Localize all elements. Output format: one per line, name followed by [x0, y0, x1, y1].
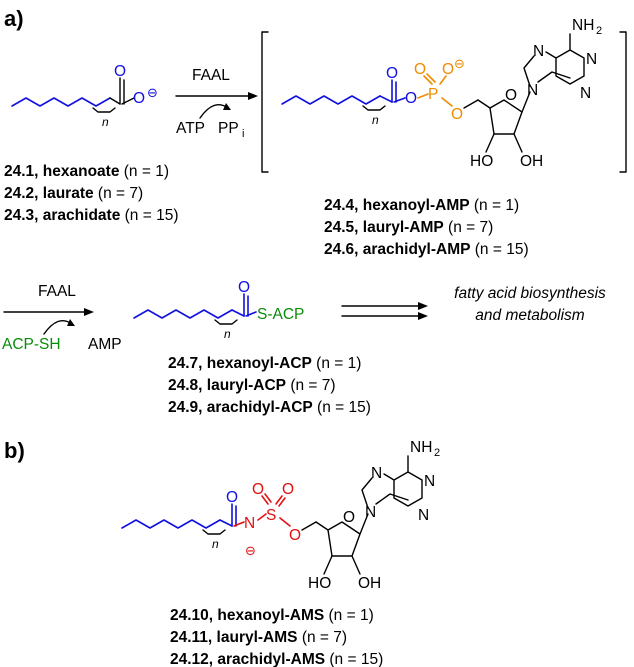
step1-arrow: FAAL ATP PP i: [175, 67, 258, 140]
bridging-oxygen: O: [405, 90, 417, 107]
panel-label-b: b): [4, 438, 25, 463]
step1-ppi-subscript: i: [242, 128, 244, 140]
adenine-nh2: NH: [410, 439, 432, 456]
adenine-n7: N: [533, 43, 544, 60]
adenine-n3: N: [418, 507, 429, 524]
adenine-nh2-subscript: 2: [596, 25, 602, 37]
downstream-line2: and metabolism: [475, 307, 585, 324]
adenine-nh2-subscript: 2: [434, 447, 440, 459]
multistep-arrow: [341, 302, 428, 320]
step1-enzyme: FAAL: [192, 67, 230, 84]
adenine-n1: N: [586, 51, 597, 68]
repeat-index-n: n: [372, 113, 379, 127]
sulfonyl-oxygen-1: O: [252, 481, 264, 498]
carbonyl-oxygen: O: [238, 279, 250, 296]
ester-oxygen: O: [451, 106, 463, 123]
sulfamoyl-charge: ⊖: [245, 543, 256, 558]
adenine-n9: N: [365, 504, 376, 521]
caption-24-4: 24.4, hexanoyl-AMP (n = 1): [324, 197, 519, 214]
acyl-ams-inhibitor: n O N ⊖ S O O O O HO OH N N NH 2: [121, 439, 440, 592]
ribose-oh: OH: [520, 153, 543, 170]
step1-atp: ATP: [176, 120, 205, 137]
acyl-acp-product: n O S-ACP: [133, 279, 304, 341]
step2-amp: AMP: [88, 336, 122, 353]
panel-label-a: a): [4, 6, 24, 31]
step2-acp-sh: ACP-SH: [2, 336, 61, 353]
caption-24-2: 24.2, laurate (n = 7): [4, 185, 143, 202]
caption-24-5: 24.5, lauryl-AMP (n = 7): [324, 219, 493, 236]
phosphate-oxygen: O: [442, 61, 454, 78]
sulfonyl-oxygen-2: O: [282, 481, 294, 498]
adenine-n3: N: [580, 85, 591, 102]
thioester-s-acp: S-ACP: [257, 306, 304, 323]
adenine-nh2: NH: [572, 17, 594, 34]
ribose-ho: HO: [470, 153, 493, 170]
step2-enzyme: FAAL: [38, 283, 76, 300]
caption-24-9: 24.9, arachidyl-ACP (n = 15): [168, 399, 371, 416]
carboxylate-oxygen: O: [133, 90, 145, 107]
phosphorus: P: [428, 86, 438, 103]
repeat-index-n: n: [212, 537, 219, 551]
caption-24-6: 24.6, arachidyl-AMP (n = 15): [324, 241, 529, 258]
ribose-ho: HO: [308, 575, 331, 592]
acyl-amp-intermediate: n O O P O O ⊖ O O HO OH N N NH 2 N: [281, 17, 602, 170]
adenine-n9: N: [527, 82, 538, 99]
caption-24-7: 24.7, hexanoyl-ACP (n = 1): [168, 355, 361, 372]
downstream-line1: fatty acid biosynthesis: [454, 285, 606, 302]
fatty-acid-substrate: n O O ⊖: [11, 63, 158, 129]
phosphoryl-oxygen: O: [414, 61, 426, 78]
bracket-right: [619, 31, 627, 173]
sulfamoyl-nitrogen: N: [244, 515, 255, 532]
ribose-oh: OH: [358, 575, 381, 592]
ribose-oxygen: O: [343, 509, 355, 526]
step2-arrow: FAAL ACP-SH AMP: [2, 283, 122, 353]
adenine-n7: N: [371, 465, 382, 482]
caption-24-8: 24.8, lauryl-ACP (n = 7): [168, 377, 336, 394]
carbonyl-oxygen: O: [114, 63, 126, 80]
sulfur: S: [266, 507, 276, 524]
caption-24-3: 24.3, arachidate (n = 15): [4, 207, 178, 224]
step1-ppi: PP: [218, 120, 239, 137]
repeat-index-n: n: [102, 115, 109, 129]
phosphate-charge: ⊖: [454, 56, 465, 71]
bracket-left: [261, 31, 269, 173]
repeat-index-n: n: [224, 327, 231, 341]
ester-oxygen: O: [289, 527, 301, 544]
caption-24-11: 24.11, lauryl-AMS (n = 7): [170, 629, 347, 646]
caption-24-1: 24.1, hexanoate (n = 1): [4, 163, 169, 180]
adenine-n1: N: [424, 473, 435, 490]
carboxylate-charge: ⊖: [147, 85, 158, 100]
caption-24-10: 24.10, hexanoyl-AMS (n = 1): [170, 607, 374, 624]
carbonyl-oxygen: O: [226, 489, 238, 506]
ribose-oxygen: O: [505, 87, 517, 104]
carbonyl-oxygen: O: [386, 65, 398, 82]
caption-24-12: 24.12, arachidyl-AMS (n = 15): [170, 651, 383, 667]
